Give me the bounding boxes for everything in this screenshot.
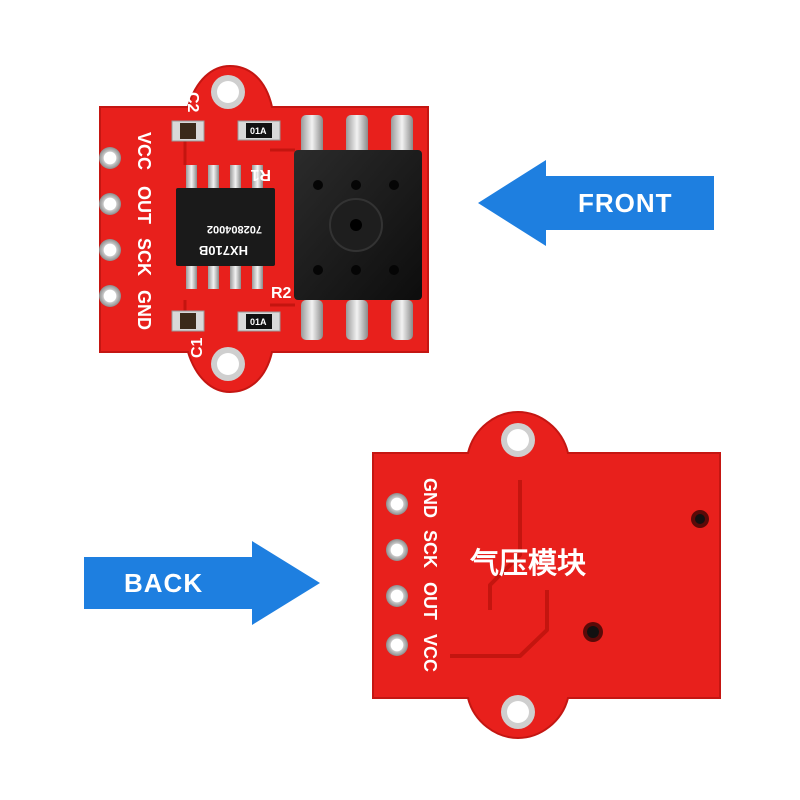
resistor-r1-code: 01A [250, 126, 267, 136]
chip-marking-model: HX710B [199, 243, 248, 258]
back-board: 气压模块 [372, 410, 721, 740]
back-arrow [84, 541, 320, 625]
front-pin-label-vcc: VCC [134, 132, 154, 170]
back-pin-label-out: OUT [420, 582, 440, 620]
resistor-r1 [237, 120, 281, 141]
back-arrow-label: BACK [124, 568, 204, 598]
back-pin-label-vcc: VCC [420, 634, 440, 672]
back-pin-holes [386, 493, 408, 656]
resistor-r2-code: 01A [250, 317, 267, 327]
front-pin-label-out: OUT [134, 186, 154, 224]
front-pin-label-sck: SCK [134, 238, 154, 276]
front-board [99, 64, 429, 394]
front-silkscreen: VCC OUT SCK GND C2 C1 R1 R2 01A 01A HX71… [134, 92, 292, 358]
ref-c2: C2 [184, 92, 201, 113]
ref-c1: C1 [189, 337, 206, 358]
resistor-r2 [237, 311, 281, 332]
capacitor-c1 [171, 310, 205, 332]
ref-r2: R2 [271, 285, 292, 302]
front-arrow-label: FRONT [578, 188, 673, 218]
back-silkscreen: GND SCK OUT VCC [420, 478, 440, 672]
chip-marking-lot: 702804002 [207, 223, 262, 235]
hx710b-chip [176, 165, 275, 289]
back-module-title: 气压模块 [469, 547, 586, 580]
front-pin-label-gnd: GND [134, 290, 154, 330]
pressure-sensor [294, 115, 422, 340]
front-arrow [478, 160, 714, 246]
back-pin-label-sck: SCK [420, 530, 440, 568]
ref-r1: R1 [250, 166, 271, 183]
back-pin-label-gnd: GND [420, 478, 440, 518]
capacitor-c2 [171, 120, 205, 142]
front-pin-holes [99, 147, 121, 307]
